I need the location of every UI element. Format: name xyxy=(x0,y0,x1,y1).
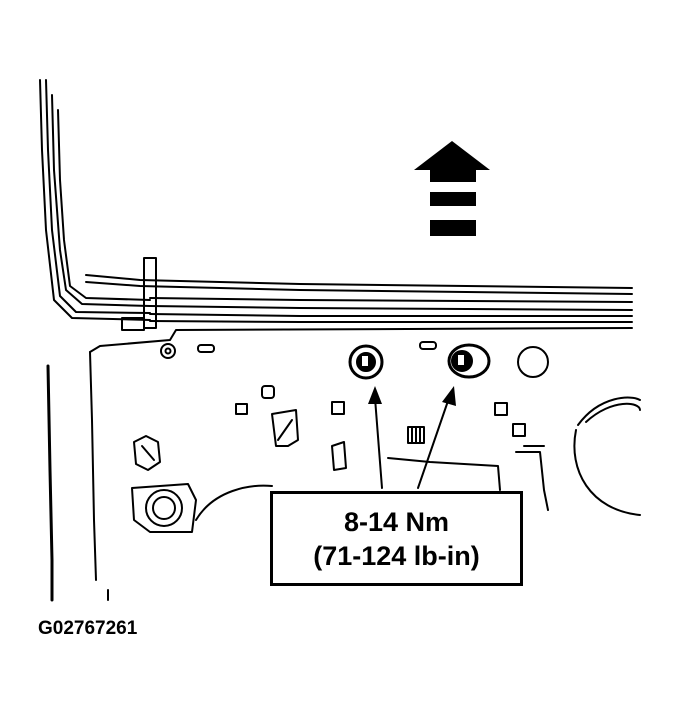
front-arrow-icon xyxy=(414,141,490,236)
figure-id: G02767261 xyxy=(38,618,138,639)
torque-spec-lbin: (71-124 lb-in) xyxy=(313,540,480,571)
torque-spec-box: 8-14 Nm (71-124 lb-in) xyxy=(270,491,523,586)
housing-frame xyxy=(39,79,633,323)
boss xyxy=(131,483,197,533)
bolt-icon xyxy=(447,343,491,379)
torque-spec-nm: 8-14 Nm xyxy=(343,506,450,537)
plug xyxy=(133,435,161,471)
bracket-clip xyxy=(121,257,157,331)
body-features xyxy=(160,341,641,521)
valve-body xyxy=(46,327,633,602)
leader-arrow-icon xyxy=(368,386,383,489)
bolt-icon xyxy=(348,344,384,380)
leader-arrow-icon xyxy=(417,386,456,489)
